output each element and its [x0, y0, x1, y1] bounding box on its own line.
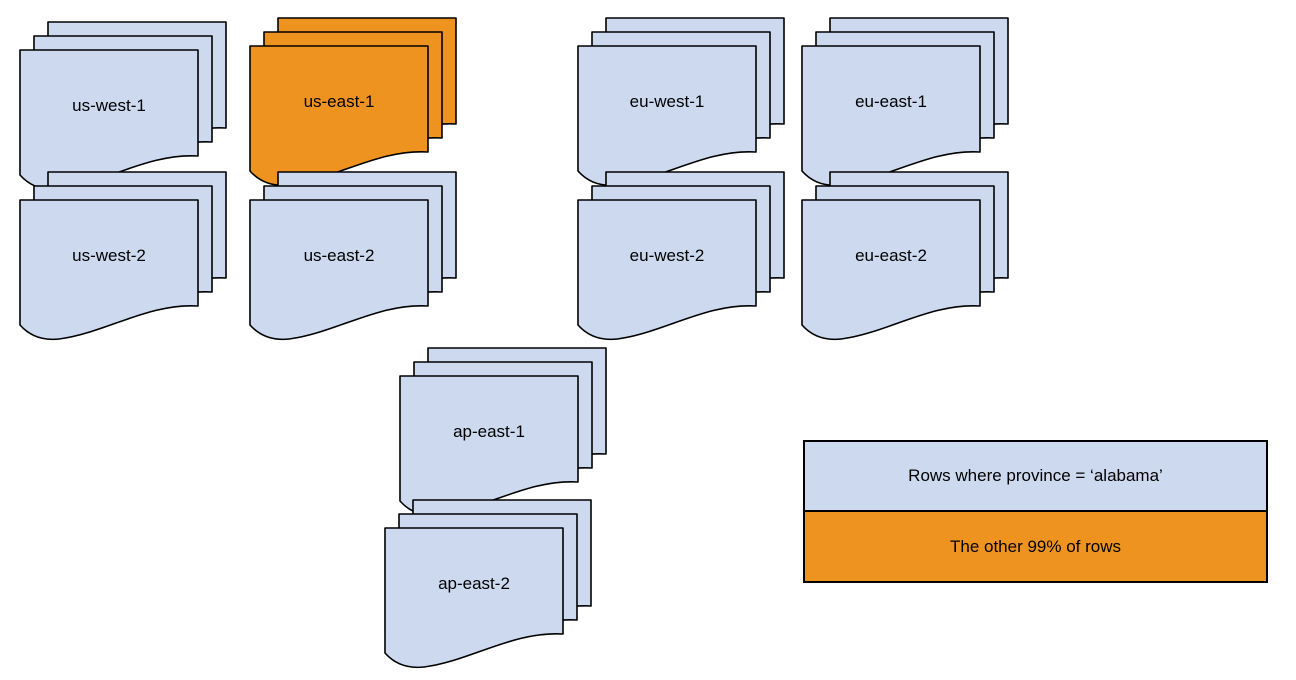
- document-sheet-front: [801, 45, 981, 187]
- document-stack-icon: [801, 171, 1009, 341]
- document-stack-icon: [249, 171, 457, 341]
- document-stack-icon: [249, 17, 457, 187]
- legend-label-orange: The other 99% of rows: [949, 536, 1122, 556]
- document-stack-icon: [577, 17, 785, 187]
- region-stack-ap-east-2[interactable]: ap-east-2: [384, 499, 597, 669]
- document-stack-icon: [19, 21, 227, 191]
- region-stack-eu-east-2[interactable]: eu-east-2: [801, 171, 1014, 341]
- document-stack-icon: [384, 499, 592, 669]
- document-sheet-front: [384, 527, 564, 669]
- document-sheet-front: [801, 199, 981, 341]
- document-stack-icon: [801, 17, 1009, 187]
- region-stack-eu-east-1[interactable]: eu-east-1: [801, 17, 1014, 187]
- region-stack-eu-west-2[interactable]: eu-west-2: [577, 171, 790, 341]
- region-stack-us-east-2[interactable]: us-east-2: [249, 171, 462, 341]
- document-sheet-front: [19, 199, 199, 341]
- region-stack-us-east-1[interactable]: us-east-1: [249, 17, 462, 187]
- document-stack-icon: [577, 171, 785, 341]
- region-stack-us-west-2[interactable]: us-west-2: [19, 171, 232, 341]
- document-sheet-front: [19, 49, 199, 191]
- region-stack-us-west-1[interactable]: us-west-1: [19, 21, 232, 191]
- legend-label-blue: Rows where province = ‘alabama’: [908, 466, 1163, 485]
- legend: Rows where province = ‘alabama’ The othe…: [803, 440, 1268, 583]
- document-sheet-front: [577, 199, 757, 341]
- document-stack-icon: [399, 347, 607, 517]
- document-sheet-front: [577, 45, 757, 187]
- legend-item-orange: The other 99% of rows: [805, 512, 1266, 581]
- region-stack-eu-west-1[interactable]: eu-west-1: [577, 17, 790, 187]
- region-stack-ap-east-1[interactable]: ap-east-1: [399, 347, 612, 517]
- document-sheet-front: [249, 45, 429, 187]
- document-sheet-front: [399, 375, 579, 517]
- document-sheet-front: [249, 199, 429, 341]
- legend-item-blue: Rows where province = ‘alabama’: [805, 442, 1266, 512]
- document-stack-icon: [19, 171, 227, 341]
